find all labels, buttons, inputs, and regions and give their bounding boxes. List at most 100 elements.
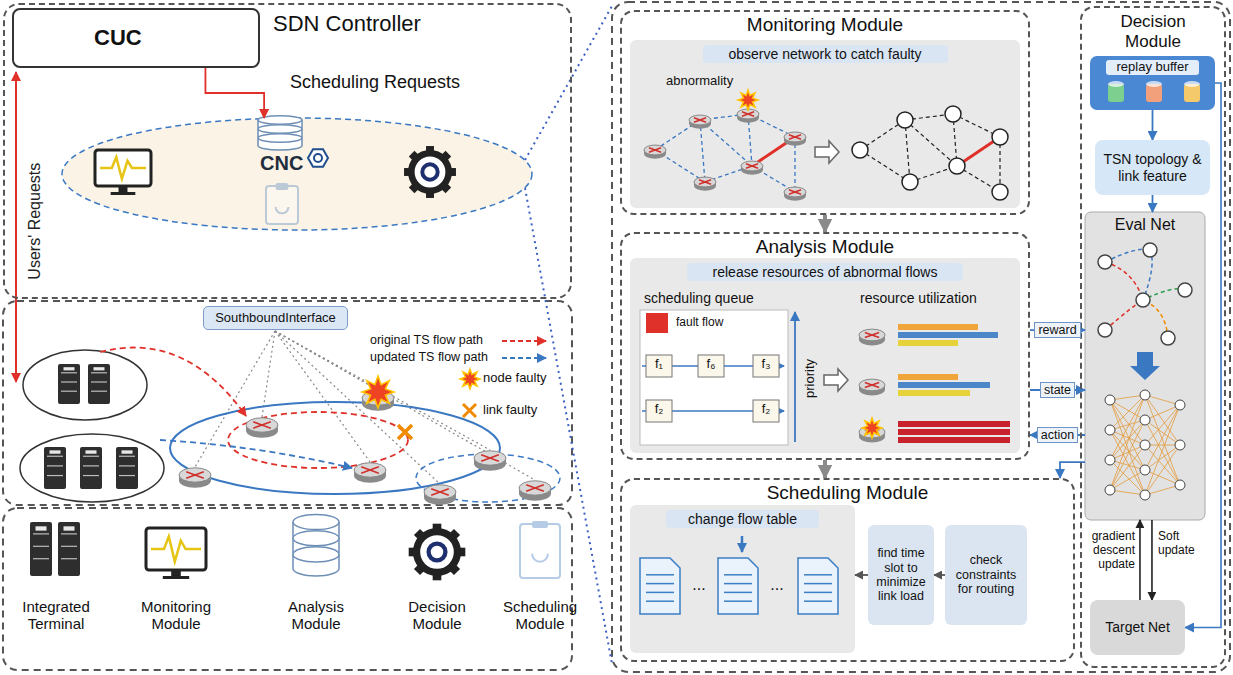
nn-weight xyxy=(1110,420,1145,460)
gear-icon xyxy=(404,146,456,198)
monitor-icon xyxy=(171,570,181,576)
nn-weight xyxy=(1110,470,1145,490)
node-text: find time slot to minimize link load xyxy=(872,546,930,604)
flow-table-icon xyxy=(724,600,752,602)
label-anchor: Users' Requests xyxy=(26,151,44,291)
server-icon xyxy=(33,546,49,547)
legend-text: updated TS flow path xyxy=(370,350,502,364)
monitor-icon xyxy=(146,528,206,579)
flow-id: f₃ xyxy=(753,357,779,372)
process-box: Eval Net xyxy=(1085,212,1205,520)
edge-label-anchor: Scheduling Requests xyxy=(290,72,470,93)
router-icon xyxy=(253,422,271,428)
nn-weight xyxy=(1110,445,1145,460)
node-text: replay buffer xyxy=(1106,60,1198,75)
legend-entry: Integrated Terminal xyxy=(8,598,104,633)
flow-arrow xyxy=(1130,352,1160,380)
node-text: observe network to catch faulty xyxy=(703,45,948,63)
flow-table-icon xyxy=(804,574,832,576)
server-icon xyxy=(33,533,49,534)
legend-entry: Scheduling Module xyxy=(490,598,590,633)
router-icon xyxy=(526,485,544,491)
router-icon xyxy=(694,118,706,122)
flow-box xyxy=(646,355,672,377)
nn-neuron xyxy=(1175,400,1185,410)
legend-link-fault xyxy=(463,404,476,417)
router-icon xyxy=(784,132,806,142)
connector xyxy=(1139,520,1141,600)
router-icon xyxy=(519,481,551,501)
utilization-bar xyxy=(898,429,1010,435)
router-icon xyxy=(789,135,801,139)
flow-table-icon xyxy=(646,592,674,594)
flow-table-icon xyxy=(640,558,680,614)
annotation: ... xyxy=(762,576,792,594)
server-icon xyxy=(119,465,135,466)
nn-neuron xyxy=(1105,425,1115,435)
process-box: observe network to catch faulty xyxy=(630,40,1020,208)
server-icon xyxy=(44,447,66,489)
clipboard-icon xyxy=(266,183,298,224)
node-text: CNC xyxy=(260,152,303,175)
flow-table-icon xyxy=(804,583,832,585)
router-icon xyxy=(689,115,711,125)
nn-neuron xyxy=(1105,485,1115,495)
module-region: observe network to catch faulty Monitorin… xyxy=(620,10,1030,215)
server-icon xyxy=(116,447,138,489)
legend-entry: updated TS flow path xyxy=(370,350,502,364)
server-icon xyxy=(61,558,77,559)
router-icon xyxy=(741,161,763,171)
buffer-sample xyxy=(1108,81,1124,102)
process-box: release resources of abnormal flows xyxy=(630,258,1020,453)
connector xyxy=(1151,520,1153,600)
edge-label-anchor: action xyxy=(1037,427,1078,443)
server-icon xyxy=(91,391,107,392)
server-icon xyxy=(83,456,99,457)
server-icon xyxy=(64,526,75,530)
server-icon xyxy=(58,522,80,576)
gear-icon xyxy=(422,164,437,179)
gear-icon xyxy=(409,524,466,581)
annotation: priority xyxy=(803,348,818,408)
legend-region xyxy=(3,508,572,670)
legend-text: Analysis Module xyxy=(266,598,366,633)
connector xyxy=(823,215,827,232)
server-icon xyxy=(58,522,80,576)
node-text: Monitoring Module xyxy=(747,14,903,36)
updated-path xyxy=(160,440,352,468)
server-icon xyxy=(80,447,102,489)
legend-line xyxy=(502,340,546,342)
node-text: Eval Net xyxy=(1115,216,1175,234)
module-region: CUCCNCSDN Controller xyxy=(3,3,572,299)
server-icon xyxy=(116,447,138,489)
process-box: CUC xyxy=(12,8,260,68)
clipboard-icon xyxy=(532,521,548,528)
node-text: Target Net xyxy=(1105,619,1170,635)
flow-table-icon xyxy=(640,558,680,614)
monitor-icon xyxy=(119,186,128,192)
server-icon xyxy=(83,465,99,466)
monitor-icon xyxy=(163,576,189,579)
graph-node xyxy=(1098,255,1112,269)
connector xyxy=(205,68,264,118)
module-region: change flow tablefind time slot to minim… xyxy=(620,478,1075,662)
label-anchor: f₂ xyxy=(753,402,779,417)
monitor-icon xyxy=(111,192,136,195)
hollow-arrow xyxy=(824,369,848,391)
monitor-links xyxy=(860,150,910,182)
fault-burst xyxy=(362,376,394,408)
server-icon xyxy=(44,447,66,489)
server-icon xyxy=(30,522,52,576)
node-text: Decision Module xyxy=(1098,12,1208,51)
hex-icon xyxy=(314,154,322,162)
flow-box xyxy=(753,355,779,377)
edge-label: Soft update xyxy=(1158,530,1216,558)
edge-label: gradient descent update xyxy=(1085,530,1135,571)
nn-neuron xyxy=(1175,480,1185,490)
monitor-links xyxy=(905,120,957,166)
node-text: check constraints for routing xyxy=(949,553,1023,596)
legend-text: Scheduling Module xyxy=(490,598,590,633)
database-icon xyxy=(293,547,339,562)
panel-ground xyxy=(630,258,1020,453)
database-icon xyxy=(293,531,339,546)
